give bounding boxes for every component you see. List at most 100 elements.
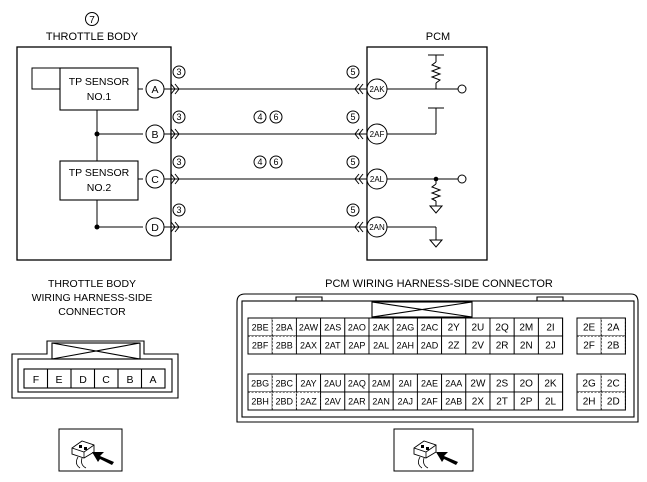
pcm-pin-2h: 2H [583,397,596,408]
pcm-title: PCM [426,31,450,43]
pcm-pin-2d: 2D [607,397,620,408]
pcm-pin-2v: 2V [472,341,485,352]
ref-right-d: 5 [350,205,355,215]
pcm-pin-2z: 2Z [448,341,460,352]
pcm-pin-2bg: 2BG [251,379,269,389]
pcm-pin-2am: 2AM [372,379,391,389]
pcm-pin-2ae: 2AE [421,379,438,389]
right-connector-chevrons [354,83,364,233]
throttle-pin-b: B [151,129,158,141]
pcm-pin-2p: 2P [520,397,533,408]
pcm-pin-2u: 2U [472,323,485,334]
throttle-conn-pin-b: B [126,374,133,386]
throttle-connector-caption-1: THROTTLE BODY [48,278,136,290]
pcm-pin-2af: 2AF [421,397,438,407]
pcm-pin-2ai: 2AI [399,379,413,389]
throttle-connector [11,340,179,399]
pcm-pin-2aw: 2AW [299,323,319,333]
throttle-connector-caption-2: WIRING HARNESS-SIDE [32,292,153,304]
pcm-pin-group-frame [247,317,564,355]
ref-mid-b-2: 6 [273,112,278,122]
pcm-pin-2r: 2R [496,341,509,352]
pcm-pin-group-frame [576,317,626,355]
pcm-pin-2ah: 2AH [397,341,415,351]
pcm-pin-group-frame [576,373,626,411]
pcm-pin-2ab: 2AB [445,397,462,407]
pcm-pin-2i: 2I [546,323,554,334]
ref-right-b: 5 [350,112,355,122]
pcm-pin-2bh: 2BH [251,397,269,407]
pcm-pin-2n: 2N [520,341,533,352]
pcm-pin-2av: 2AV [325,397,341,407]
pcm-pin-2al: 2AL [370,175,385,184]
pcm-pin-2q: 2Q [495,323,509,334]
throttle-conn-pin-e: E [55,374,62,386]
throttle-conn-pin-f: F [33,374,39,386]
pcm-connector-caption: PCM WIRING HARNESS-SIDE CONNECTOR [325,278,553,290]
pcm-pin-2ag: 2AG [396,323,414,333]
pcm-internal-circuits [387,54,467,248]
ref-mid-c-2: 6 [273,157,278,167]
pcm-pin-2al: 2AL [373,341,389,351]
pcm-pin-2bb: 2BB [276,341,293,351]
throttle-conn-pin-c: C [102,374,110,386]
throttle-conn-pin-a: A [149,374,156,386]
pcm-pin-2as: 2AS [324,323,341,333]
tp-sensor-1-sub: NO.1 [87,91,112,103]
throttle-pin-a: A [151,84,158,96]
ref-right-a: 5 [350,67,355,77]
left-connector-chevrons [170,83,180,233]
harness-wires [164,88,367,228]
ref-mid-c-1: 4 [257,157,262,167]
tp-sensor-2 [59,160,139,201]
pcm-pin-2ac: 2AC [421,323,439,333]
pcm-pin-2ar: 2AR [348,397,366,407]
pcm-pin-2au: 2AU [324,379,342,389]
pcm-pin-2be: 2BE [252,323,269,333]
tp-sensor-1 [59,67,139,111]
pcm-pin-2k: 2K [544,379,557,390]
pcm-pin-2f: 2F [583,341,595,352]
pcm-pin-2m: 2M [519,323,533,334]
pcm-pin-2c: 2C [607,379,620,390]
pcm-pin-group-frame [247,373,564,411]
pcm-pin-2an: 2AN [372,397,390,407]
pcm-pin-2az: 2AZ [300,397,317,407]
ref-mid-b-1: 4 [257,112,262,122]
throttle-connector-caption-3: CONNECTOR [58,306,126,318]
ref-right-c: 5 [350,157,355,167]
pcm-pin-2l: 2L [545,397,557,408]
pcm-pin-2x: 2X [472,397,485,408]
ref-left-a: 3 [176,67,181,77]
throttle-pin-d: D [151,222,159,234]
pcm-pin-2g: 2G [582,379,596,390]
pcm-pin-2o: 2O [520,379,534,390]
throttle-body-header: 7 THROTTLE BODY [46,12,139,43]
pcm-pin-2ao: 2AO [348,323,366,333]
pcm-pin-2ad: 2AD [421,341,439,351]
pcm-pin-2ak: 2AK [373,323,390,333]
throttle-conn-pin-d: D [79,374,87,386]
ref-left-d: 3 [176,205,181,215]
connector-view-icon-2 [393,428,474,472]
throttle-pins: A B C D [145,79,165,237]
throttle-body-title: THROTTLE BODY [46,31,139,43]
tp-sensor-2-sub: NO.2 [87,182,112,194]
pcm-pin-2j: 2J [545,341,556,352]
throttle-pin-c: C [151,174,159,186]
pcm-pin-2aj: 2AJ [398,397,414,407]
pcm-pin-2bc: 2BC [276,379,294,389]
throttle-body-ref-number: 7 [89,15,95,26]
pcm-pin-2b: 2B [607,341,620,352]
ref-left-b: 3 [176,112,181,122]
pcm-pin-2aq: 2AQ [348,379,366,389]
tp-sensor-1-label: TP SENSOR [69,76,130,88]
pcm-pin-2ay: 2AY [300,379,316,389]
pcm-pin-2t: 2T [496,397,508,408]
connector-view-icon [58,428,123,472]
pcm-pin-2e: 2E [583,323,596,334]
pcm-pin-2at: 2AT [325,341,341,351]
pcm-pin-2ak: 2AK [369,85,385,94]
tp-sensor-2-label: TP SENSOR [69,167,130,179]
